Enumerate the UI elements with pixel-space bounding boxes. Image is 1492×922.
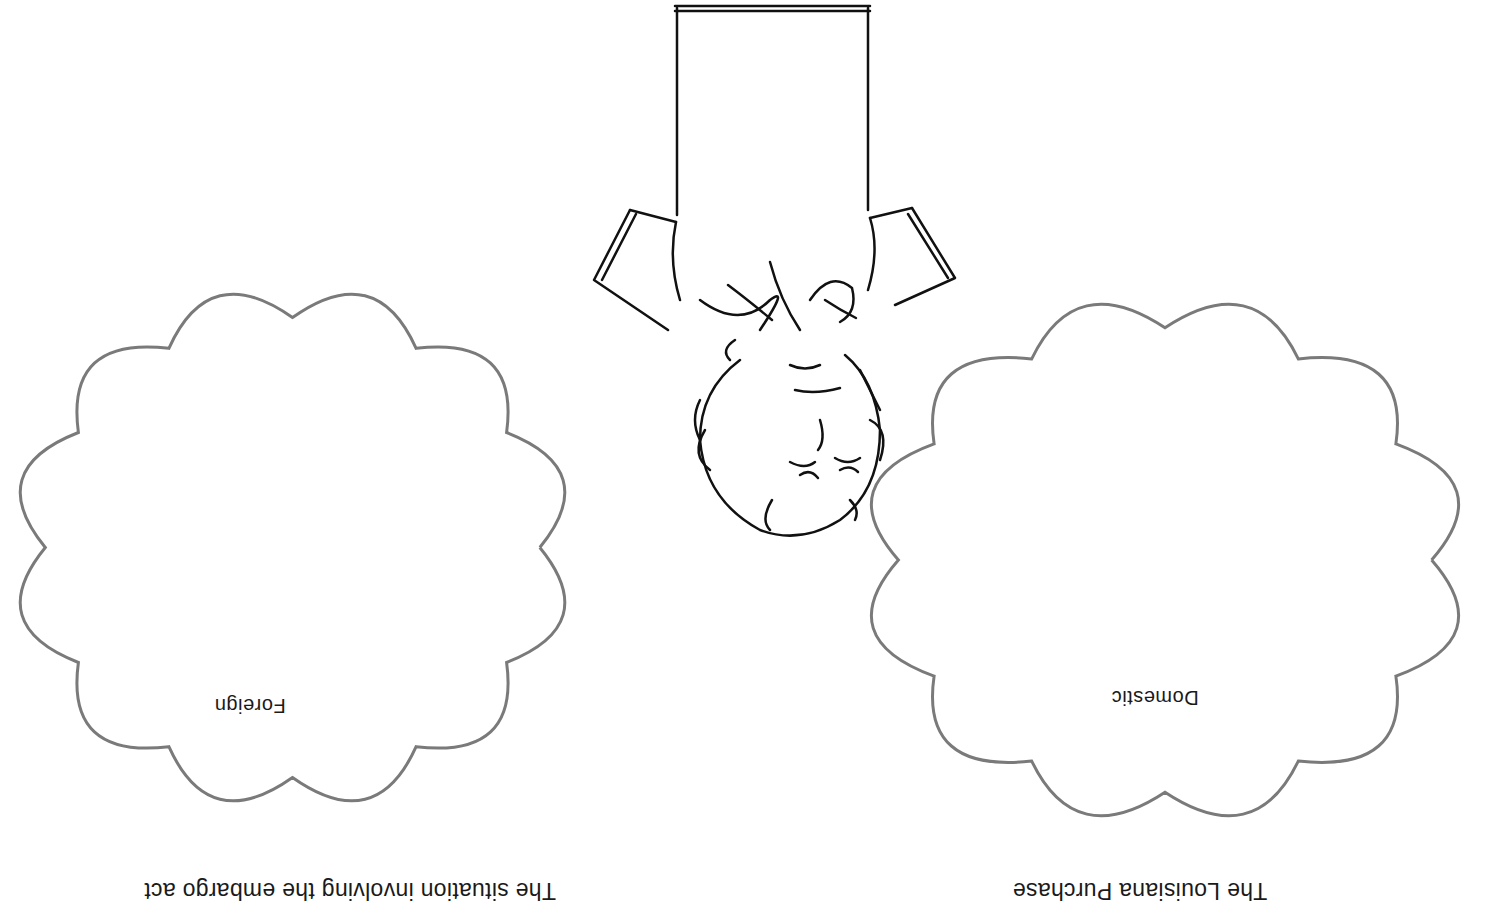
cloud-outline [850,285,1480,920]
cloud-outline [0,275,600,920]
thought-cloud: The situation involving the embargo act F… [0,275,600,920]
thought-cloud: The Louisiana Purchase Domestic [850,285,1480,920]
prompt-heading: The situation involving the embargo act [144,877,556,904]
category-label: Foreign [214,694,285,717]
prompt-heading: The Louisiana Purchase [1013,877,1268,904]
category-label: Domestic [1111,686,1198,709]
